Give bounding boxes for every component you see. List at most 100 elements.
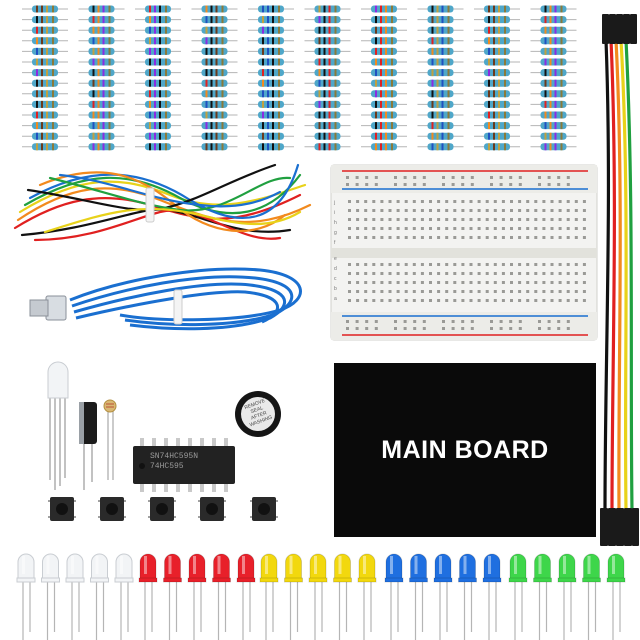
resistor bbox=[417, 100, 464, 108]
breadboard-hole bbox=[534, 272, 538, 275]
usb-cable bbox=[69, 267, 302, 331]
breadboard-hole bbox=[518, 299, 522, 302]
breadboard-rail-hole bbox=[470, 176, 474, 179]
resistor bbox=[135, 143, 181, 151]
breadboard-hole bbox=[364, 218, 368, 221]
breadboard-hole bbox=[356, 209, 360, 212]
breadboard-rail-hole bbox=[413, 327, 417, 330]
breadboard-hole bbox=[364, 290, 368, 293]
resistor bbox=[304, 37, 351, 45]
resistor bbox=[361, 79, 407, 87]
breadboard-hole bbox=[501, 218, 505, 221]
resistor bbox=[474, 132, 520, 140]
breadboard-hole bbox=[550, 263, 554, 266]
breadboard-hole bbox=[510, 299, 513, 302]
resistor bbox=[248, 79, 294, 87]
ic-pin bbox=[140, 483, 144, 492]
resistor bbox=[248, 100, 294, 108]
breadboard-hole bbox=[477, 272, 481, 275]
resistor bbox=[304, 58, 351, 66]
breadboard-rail-hole bbox=[374, 320, 378, 323]
resistor bbox=[191, 122, 238, 130]
breadboard-hole bbox=[404, 200, 408, 203]
led-yellow bbox=[259, 553, 279, 640]
breadboard-hole bbox=[380, 200, 384, 203]
breadboard-hole bbox=[372, 263, 376, 266]
resistor bbox=[530, 90, 577, 98]
resistor bbox=[22, 111, 68, 119]
breadboard-hole bbox=[574, 209, 578, 212]
resistor bbox=[248, 58, 294, 66]
breadboard-hole bbox=[501, 227, 505, 230]
breadboard-rail-hole bbox=[557, 327, 561, 330]
resistor bbox=[417, 132, 464, 140]
resistor bbox=[304, 111, 351, 119]
breadboard-hole bbox=[380, 227, 384, 230]
breadboard-row-letter: b bbox=[334, 286, 337, 292]
breadboard-rail-hole bbox=[547, 183, 551, 186]
breadboard-hole bbox=[469, 299, 473, 302]
breadboard-hole bbox=[485, 209, 489, 212]
breadboard-hole bbox=[396, 263, 400, 266]
resistor bbox=[78, 100, 125, 108]
breadboard-hole bbox=[582, 281, 586, 284]
breadboard-hole bbox=[420, 218, 424, 221]
breadboard-hole bbox=[518, 236, 522, 239]
dupont-jumper-bundle bbox=[603, 38, 634, 512]
breadboard-hole bbox=[493, 218, 497, 221]
breadboard-rail-hole bbox=[538, 183, 541, 186]
breadboard-hole bbox=[469, 263, 473, 266]
breadboard-hole bbox=[526, 299, 530, 302]
breadboard-hole bbox=[542, 218, 546, 221]
breadboard-hole bbox=[348, 209, 351, 212]
resistor bbox=[78, 111, 125, 119]
breadboard-rail-hole bbox=[509, 176, 513, 179]
breadboard-rail-hole bbox=[547, 176, 551, 179]
breadboard-rail-hole bbox=[499, 320, 503, 323]
push-button bbox=[250, 497, 278, 521]
resistor bbox=[78, 69, 125, 77]
breadboard-hole bbox=[574, 272, 578, 275]
breadboard-hole bbox=[461, 200, 465, 203]
resistor bbox=[135, 79, 181, 87]
breadboard-rail-hole bbox=[394, 176, 397, 179]
breadboard-rail-hole bbox=[413, 176, 417, 179]
breadboard-rail-hole bbox=[461, 320, 465, 323]
resistor bbox=[78, 26, 125, 34]
resistor bbox=[530, 122, 577, 130]
breadboard-hole bbox=[437, 290, 441, 293]
resistor bbox=[530, 143, 577, 151]
breadboard-rail-hole bbox=[461, 183, 465, 186]
breadboard-hole bbox=[364, 281, 368, 284]
resistor bbox=[474, 122, 520, 130]
breadboard-hole bbox=[404, 281, 408, 284]
breadboard-hole bbox=[429, 227, 432, 230]
breadboard-hole bbox=[388, 281, 392, 284]
breadboard-hole bbox=[550, 209, 554, 212]
ic-pin bbox=[152, 483, 156, 492]
resistor bbox=[78, 79, 125, 87]
breadboard-hole bbox=[437, 227, 441, 230]
breadboard-hole bbox=[574, 227, 578, 230]
breadboard-hole bbox=[445, 272, 449, 275]
breadboard-hole bbox=[453, 299, 457, 302]
rgb-led bbox=[47, 361, 69, 490]
breadboard-hole bbox=[493, 263, 497, 266]
breadboard-rail-hole bbox=[490, 327, 493, 330]
breadboard-hole bbox=[566, 272, 570, 275]
breadboard-hole bbox=[453, 209, 457, 212]
breadboard-hole bbox=[404, 290, 408, 293]
cable-tie-icon bbox=[173, 289, 183, 325]
resistor bbox=[22, 16, 68, 24]
breadboard-hole bbox=[493, 281, 497, 284]
resistor bbox=[304, 100, 351, 108]
breadboard-hole bbox=[380, 290, 384, 293]
breadboard-hole bbox=[412, 209, 416, 212]
led-blue bbox=[482, 553, 502, 640]
resistor bbox=[191, 90, 238, 98]
breadboard-hole bbox=[404, 272, 408, 275]
breadboard-hole bbox=[412, 200, 416, 203]
breadboard-hole bbox=[429, 290, 432, 293]
breadboard-hole bbox=[582, 209, 586, 212]
breadboard-hole bbox=[420, 209, 424, 212]
